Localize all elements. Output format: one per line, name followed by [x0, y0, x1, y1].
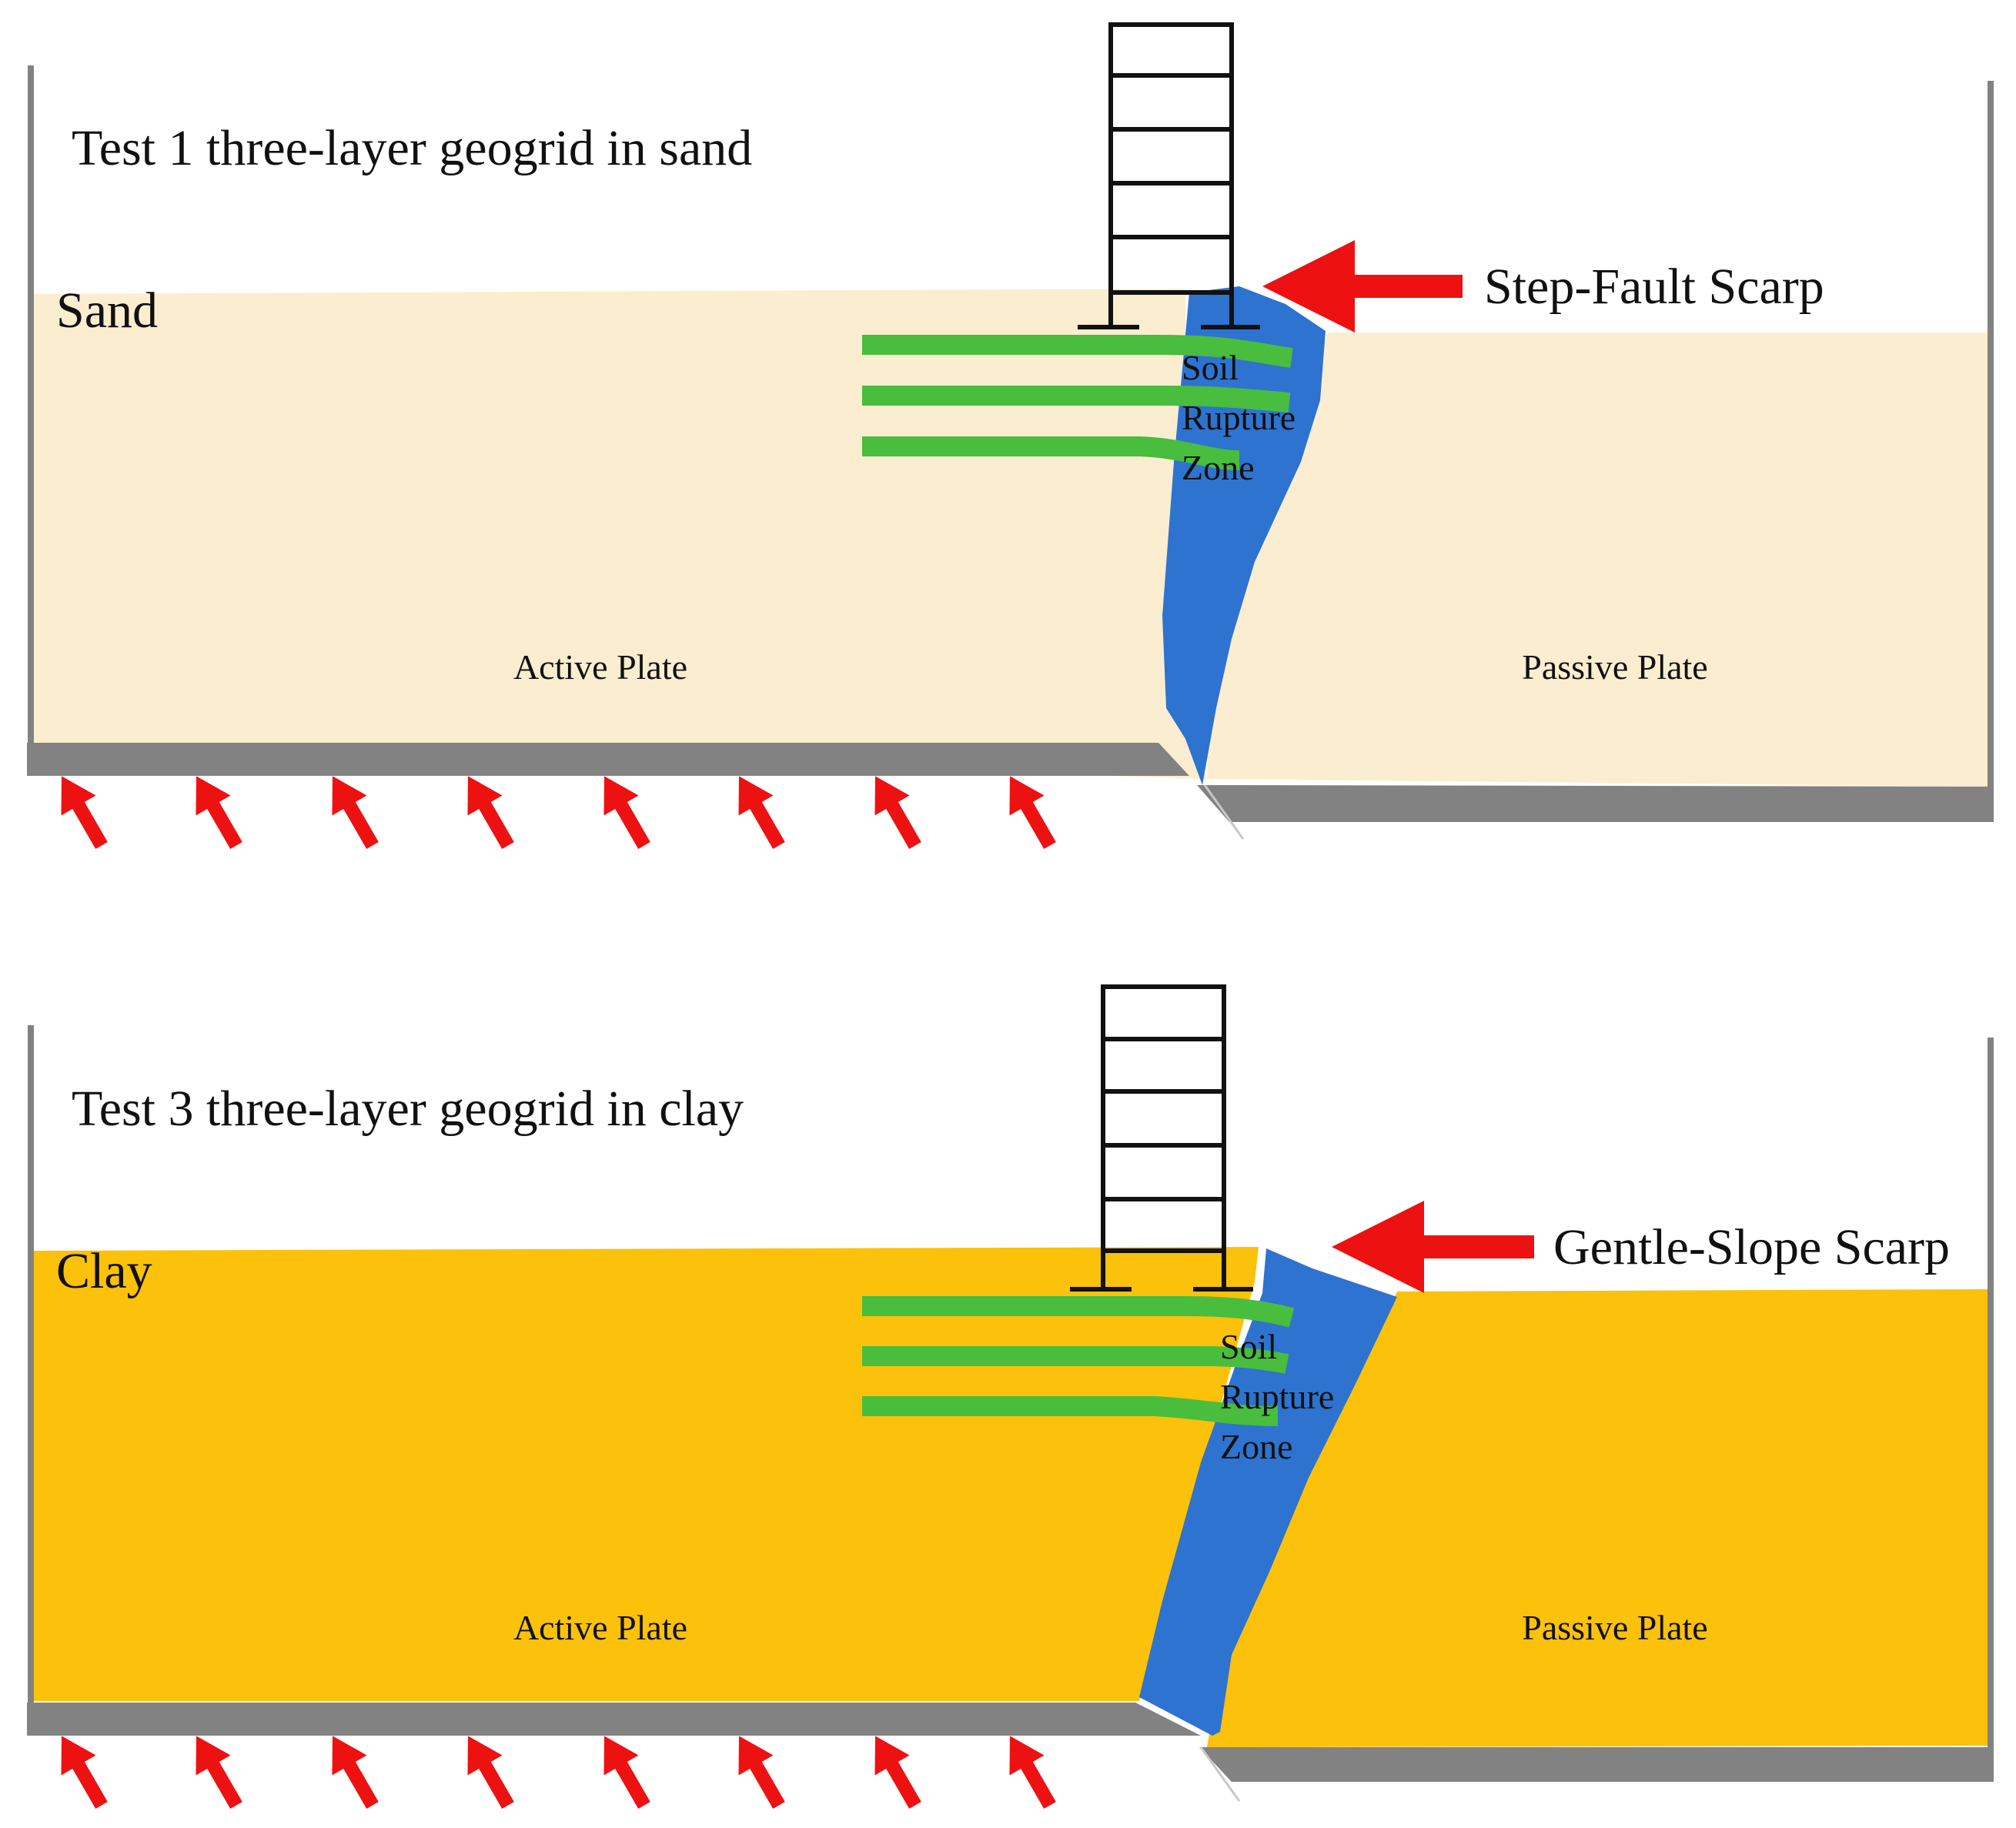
geogrid-layer-2 [862, 386, 1291, 413]
rupture-zone-label-line-2: Rupture [1220, 1377, 1334, 1416]
uplift-arrows [61, 1736, 1056, 1809]
red-arrow-up-left-icon [196, 776, 242, 849]
panel-clay: Test 3 three-layer geogrid in clay Clay … [27, 984, 1994, 1809]
red-arrow-up-left-icon [874, 1736, 921, 1809]
sand-passive-soil [1207, 333, 1990, 787]
red-arrow-up-left-icon [874, 776, 921, 849]
geogrid-layer-3 [862, 436, 1240, 470]
scarp-label: Gentle-Slope Scarp [1553, 1219, 1950, 1275]
red-arrow-up-left-icon [332, 1736, 379, 1809]
active-plate-label: Active Plate [513, 1608, 687, 1647]
soil-label: Clay [56, 1243, 152, 1299]
geogrid-layer-3 [862, 1396, 1279, 1426]
passive-plate-label: Passive Plate [1522, 647, 1707, 687]
red-arrow-up-left-icon [1009, 776, 1056, 849]
panel-title: Test 3 three-layer geogrid in clay [72, 1081, 744, 1137]
rupture-zone-label-line-1: Soil [1182, 348, 1239, 387]
rupture-zone-label-line-3: Zone [1220, 1427, 1293, 1466]
geogrid-layer-2 [862, 1346, 1289, 1374]
passive-plate-bar [1197, 785, 1994, 822]
red-arrow-up-left-icon [61, 776, 108, 849]
building-frame [1070, 984, 1253, 1292]
fault-trace [1203, 784, 1245, 840]
active-plate-bar [27, 743, 1189, 776]
soil-rupture-zone [1139, 1248, 1397, 1736]
red-arrow-up-left-icon [196, 1736, 242, 1809]
scarp-label: Step-Fault Scarp [1484, 259, 1824, 315]
geogrid-layer-1 [862, 335, 1293, 368]
rupture-zone-label-line-3: Zone [1182, 448, 1255, 487]
red-arrow-up-left-icon [61, 1736, 108, 1809]
red-arrow-up-left-icon [603, 776, 650, 849]
rupture-zone-label-line-1: Soil [1220, 1327, 1277, 1366]
red-arrow-up-left-icon [1009, 1736, 1056, 1809]
red-arrow-up-left-icon [738, 776, 785, 849]
geogrid-layer-1 [862, 1296, 1295, 1328]
panel-sand: Test 1 three-layer geogrid in sand Sand … [27, 22, 1994, 849]
uplift-arrows [61, 776, 1056, 849]
clay-passive-soil [1207, 1289, 1990, 1747]
building-frame [1078, 22, 1260, 329]
red-arrow-up-left-icon [467, 1736, 514, 1809]
sand-active-soil [31, 289, 1207, 779]
red-arrow-up-left-icon [332, 776, 379, 849]
rupture-zone-label-line-2: Rupture [1182, 398, 1296, 437]
passive-plate-bar [1199, 1747, 1994, 1782]
active-plate-label: Active Plate [513, 647, 687, 687]
panel-title: Test 1 three-layer geogrid in sand [72, 120, 752, 176]
soil-label: Sand [56, 282, 158, 339]
passive-plate-label: Passive Plate [1522, 1608, 1707, 1647]
active-plate-bar [27, 1703, 1201, 1736]
red-arrow-up-left-icon [738, 1736, 785, 1809]
red-arrow-up-left-icon [467, 776, 514, 849]
fault-trace [1199, 1746, 1241, 1802]
red-arrow-up-left-icon [603, 1736, 650, 1809]
